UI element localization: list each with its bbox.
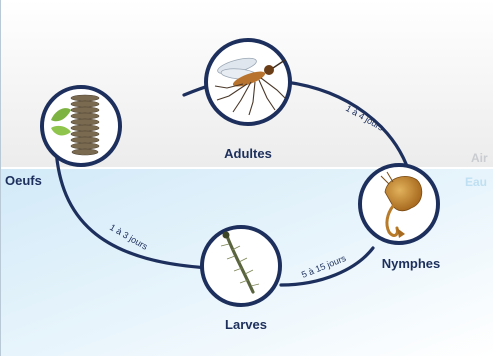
label-adults: Adultes (224, 146, 272, 161)
zone-label-air: Air (471, 151, 488, 165)
pupae-stage (360, 165, 438, 243)
zone-label-eau: Eau (465, 175, 487, 189)
larvae-stage (202, 227, 280, 305)
label-pupae: Nymphes (382, 256, 441, 271)
adults-stage (206, 40, 290, 124)
eggs-stage (42, 87, 120, 165)
label-eggs: Oeufs (5, 173, 42, 188)
label-larvae: Larves (225, 317, 267, 332)
